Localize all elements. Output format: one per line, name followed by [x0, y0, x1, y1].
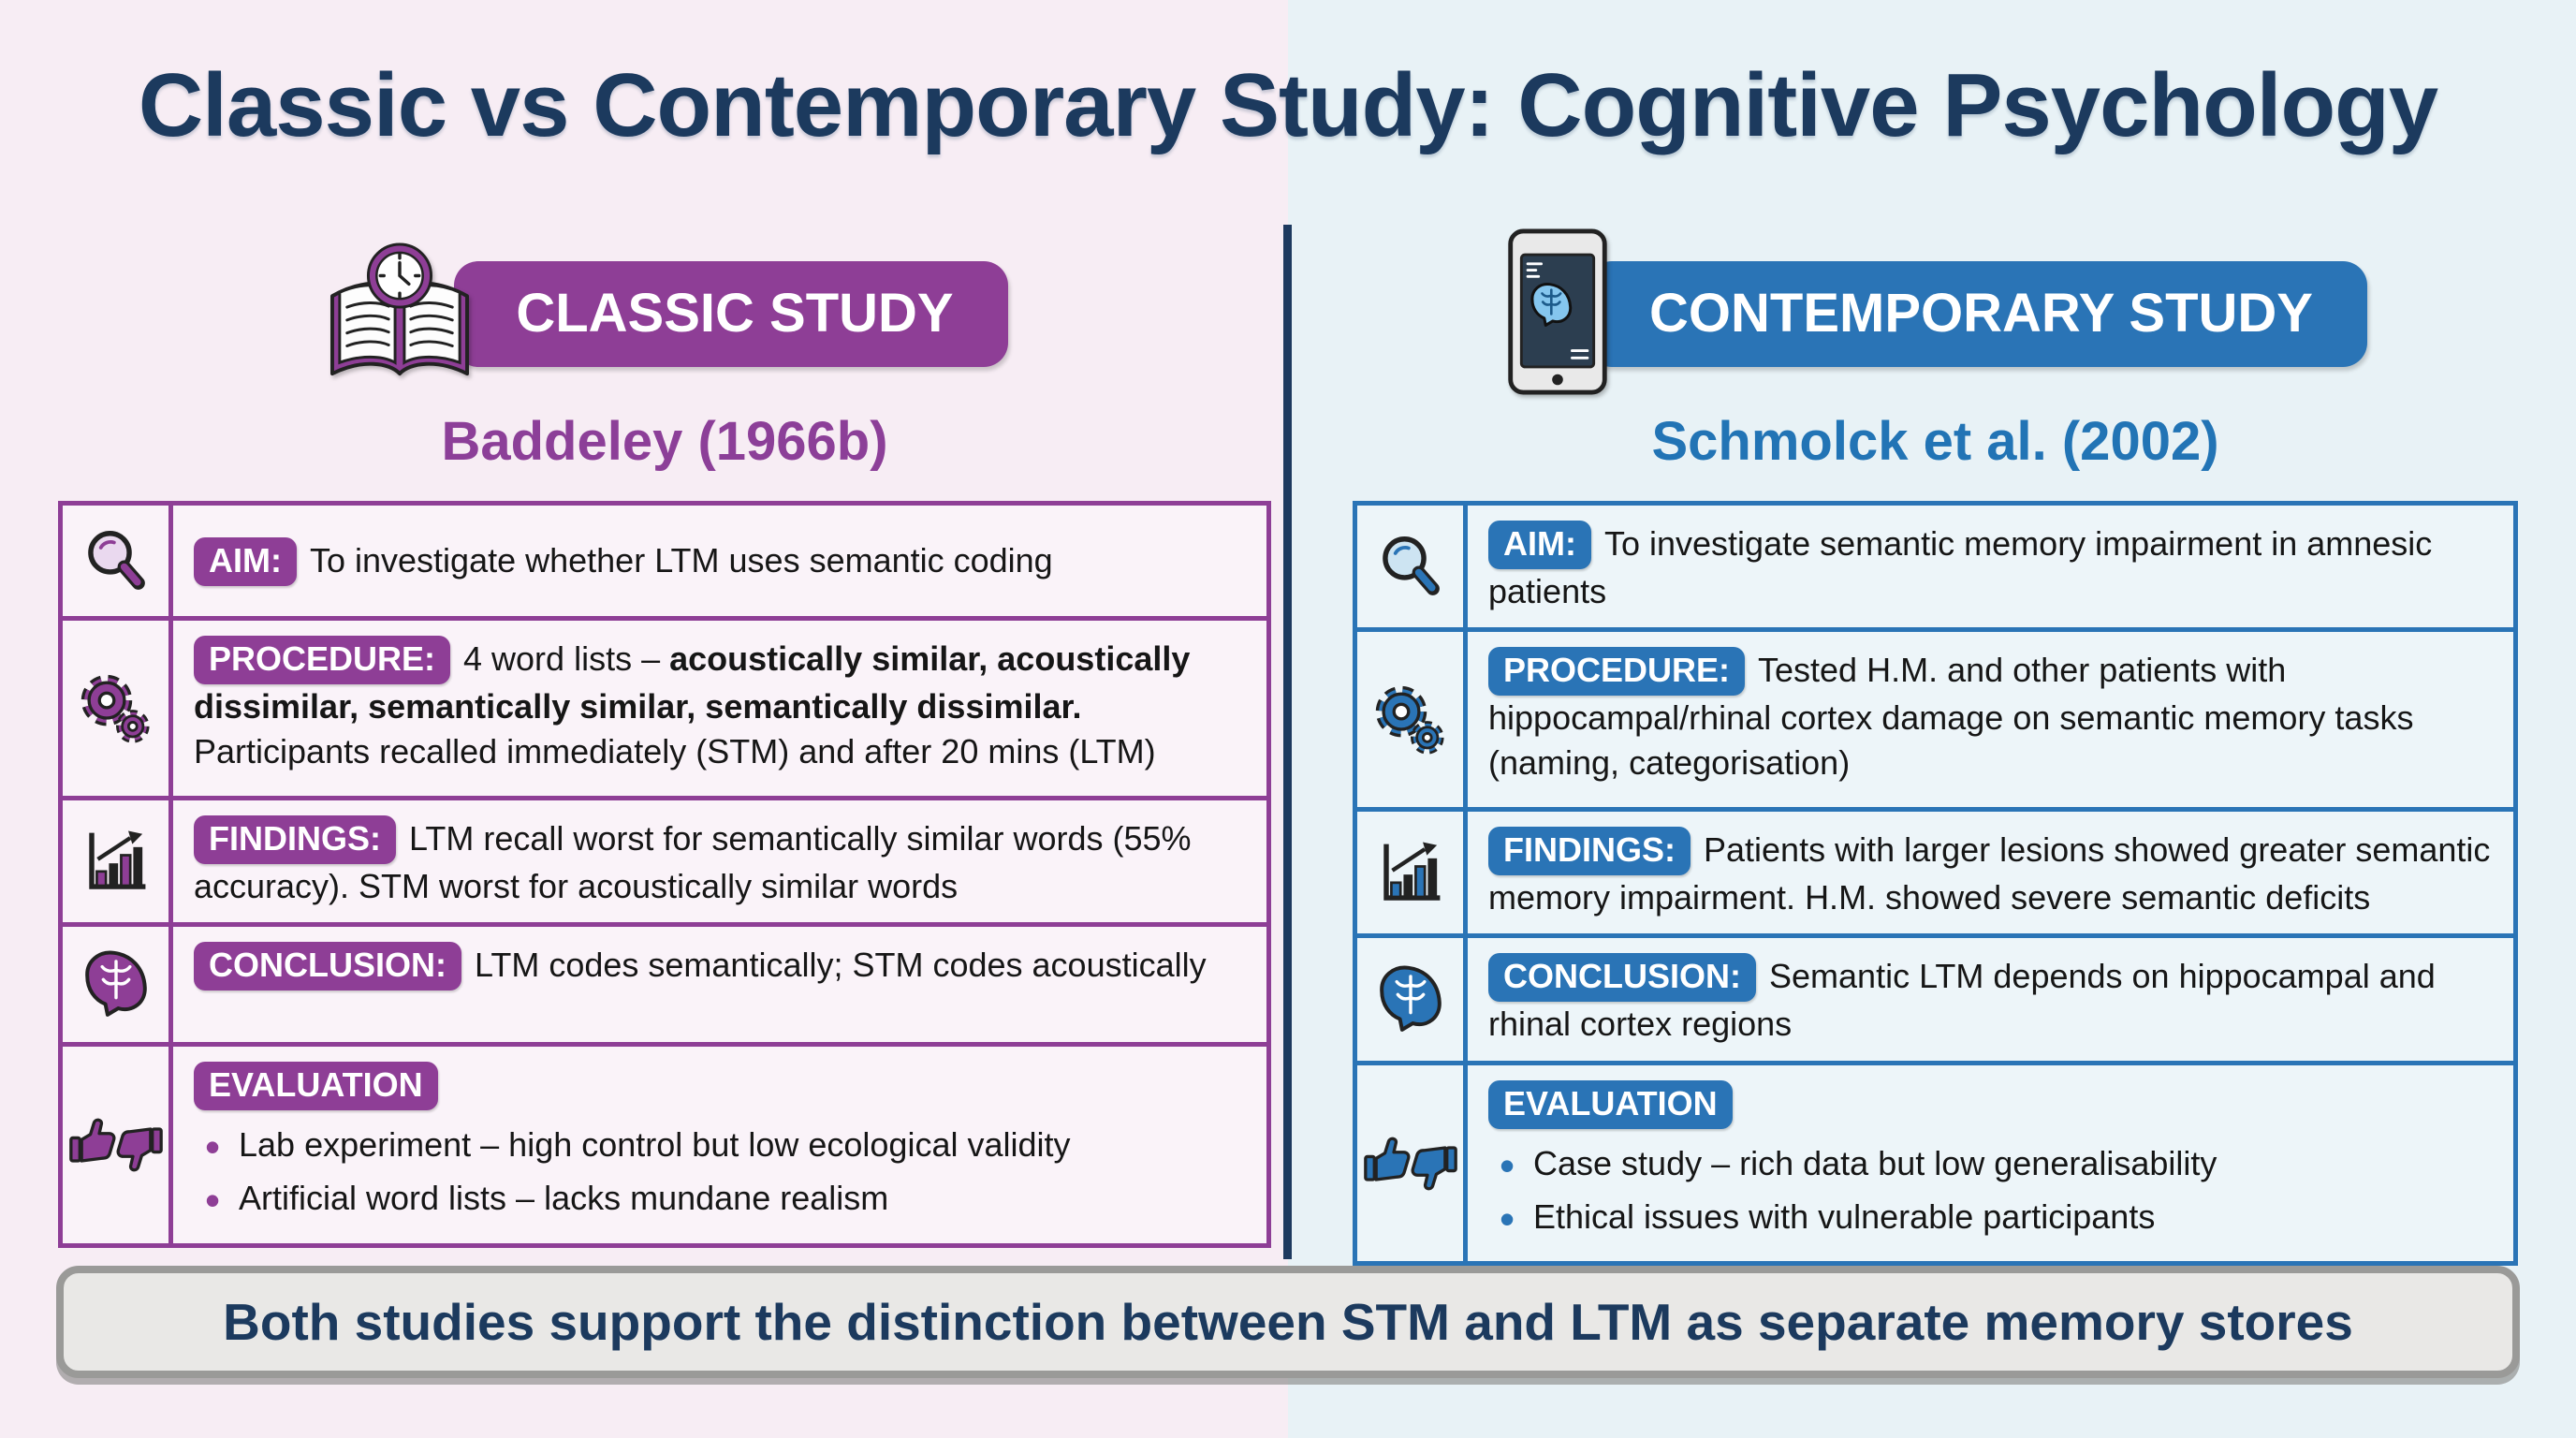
- summary-text: Both studies support the distinction bet…: [223, 1293, 2353, 1351]
- conclusion-label-badge: CONCLUSION:: [1488, 953, 1756, 1003]
- tablet-brain-icon: [1503, 226, 1612, 403]
- classic-aim-row: AIM: To investigate whether LTM uses sema…: [63, 506, 1266, 616]
- contemporary-conclusion-row: CONCLUSION:Semantic LTM depends on hippo…: [1357, 933, 2513, 1061]
- bar-chart-icon: [63, 800, 173, 923]
- contemporary-study-column: CONTEMPORARY STUDY Schmolck et al. (2002…: [1353, 227, 2518, 1267]
- classic-aim-text: To investigate whether LTM uses semantic…: [309, 541, 1053, 580]
- contemporary-procedure-row: PROCEDURE:Tested H.M. and other patients…: [1357, 627, 2513, 808]
- findings-label-badge: FINDINGS:: [194, 815, 396, 864]
- evaluation-label-badge: EVALUATION: [1488, 1079, 1733, 1129]
- procedure-label-badge: PROCEDURE:: [1488, 647, 1746, 697]
- gears-icon: [63, 621, 173, 796]
- classic-conclusion-text: LTM codes semantically; STM codes acoust…: [475, 946, 1207, 985]
- thumbs-up-down-icon: [63, 1047, 173, 1243]
- column-divider: [1283, 225, 1292, 1259]
- classic-study-pill: CLASSIC STUDY: [454, 260, 1008, 367]
- procedure-label-badge: PROCEDURE:: [194, 636, 451, 684]
- contemporary-evaluation-row: EVALUATION Case study – rich data but lo…: [1357, 1060, 2513, 1262]
- gears-icon: [1357, 632, 1468, 808]
- magnifier-icon: [63, 506, 173, 616]
- classic-study-table: AIM: To investigate whether LTM uses sema…: [58, 501, 1271, 1248]
- aim-label-badge: AIM:: [194, 537, 297, 586]
- contemporary-conclusion-text: Semantic LTM depends on hippocampal and …: [1488, 957, 2436, 1044]
- bar-chart-icon: [1357, 812, 1468, 934]
- evaluation-label-badge: EVALUATION: [194, 1062, 438, 1111]
- classic-procedure-text-start: 4 word lists –: [463, 639, 670, 678]
- list-item: Artificial word lists – lacks mundane re…: [194, 1173, 1244, 1229]
- contemporary-study-header: CONTEMPORARY STUDY: [1353, 227, 2518, 401]
- contemporary-study-pill: CONTEMPORARY STUDY: [1588, 260, 2367, 367]
- conclusion-label-badge: CONCLUSION:: [194, 942, 461, 991]
- contemporary-findings-text: Patients with larger lesions showed grea…: [1488, 830, 2491, 917]
- classic-evaluation-bullets: Lab experiment – high control but low ec…: [194, 1120, 1244, 1229]
- contemporary-aim-text: To investigate semantic memory impairmen…: [1488, 524, 2433, 610]
- classic-findings-text: LTM recall worst for semantically simila…: [194, 819, 1192, 905]
- contemporary-findings-row: FINDINGS:Patients with larger lesions sh…: [1357, 807, 2513, 934]
- contemporary-study-table: AIM:To investigate semantic memory impai…: [1353, 501, 2518, 1267]
- magnifier-icon: [1357, 506, 1468, 628]
- contemporary-procedure-text: Tested H.M. and other patients with hipp…: [1488, 651, 2414, 783]
- classic-evaluation-row: EVALUATION Lab experiment – high control…: [63, 1042, 1266, 1243]
- contemporary-evaluation-bullets: Case study – rich data but low generalis…: [1488, 1138, 2491, 1248]
- page-title: Classic vs Contemporary Study: Cognitive…: [138, 55, 2438, 155]
- classic-study-name: Baddeley (1966b): [441, 411, 888, 472]
- classic-procedure-text-bold: acoustically similar, acoustically dissi…: [194, 639, 1191, 726]
- brain-icon: [1357, 938, 1468, 1061]
- contemporary-aim-row: AIM:To investigate semantic memory impai…: [1357, 506, 2513, 628]
- open-book-clock-icon: [321, 242, 478, 386]
- thumbs-up-down-icon: [1357, 1064, 1468, 1262]
- classic-findings-row: FINDINGS:LTM recall worst for semantical…: [63, 796, 1266, 923]
- classic-procedure-row: PROCEDURE: 4 word lists – acoustically si…: [63, 616, 1266, 796]
- brain-icon: [63, 927, 173, 1043]
- classic-procedure-text-end: Participants recalled immediately (STM) …: [194, 732, 1156, 771]
- classic-conclusion-row: CONCLUSION: LTM codes semantically; STM c…: [63, 922, 1266, 1043]
- aim-label-badge: AIM:: [1488, 521, 1591, 569]
- list-item: Case study – rich data but low generalis…: [1488, 1138, 2491, 1195]
- classic-study-column: CLASSIC STUDY Baddeley (1966b) AIM: To in…: [58, 227, 1271, 1248]
- list-item: Lab experiment – high control but low ec…: [194, 1120, 1244, 1176]
- findings-label-badge: FINDINGS:: [1488, 827, 1690, 876]
- list-item: Ethical issues with vulnerable participa…: [1488, 1192, 2491, 1248]
- classic-study-header: CLASSIC STUDY: [58, 227, 1271, 401]
- contemporary-study-name: Schmolck et al. (2002): [1651, 411, 2219, 472]
- summary-banner: Both studies support the distinction bet…: [56, 1266, 2520, 1378]
